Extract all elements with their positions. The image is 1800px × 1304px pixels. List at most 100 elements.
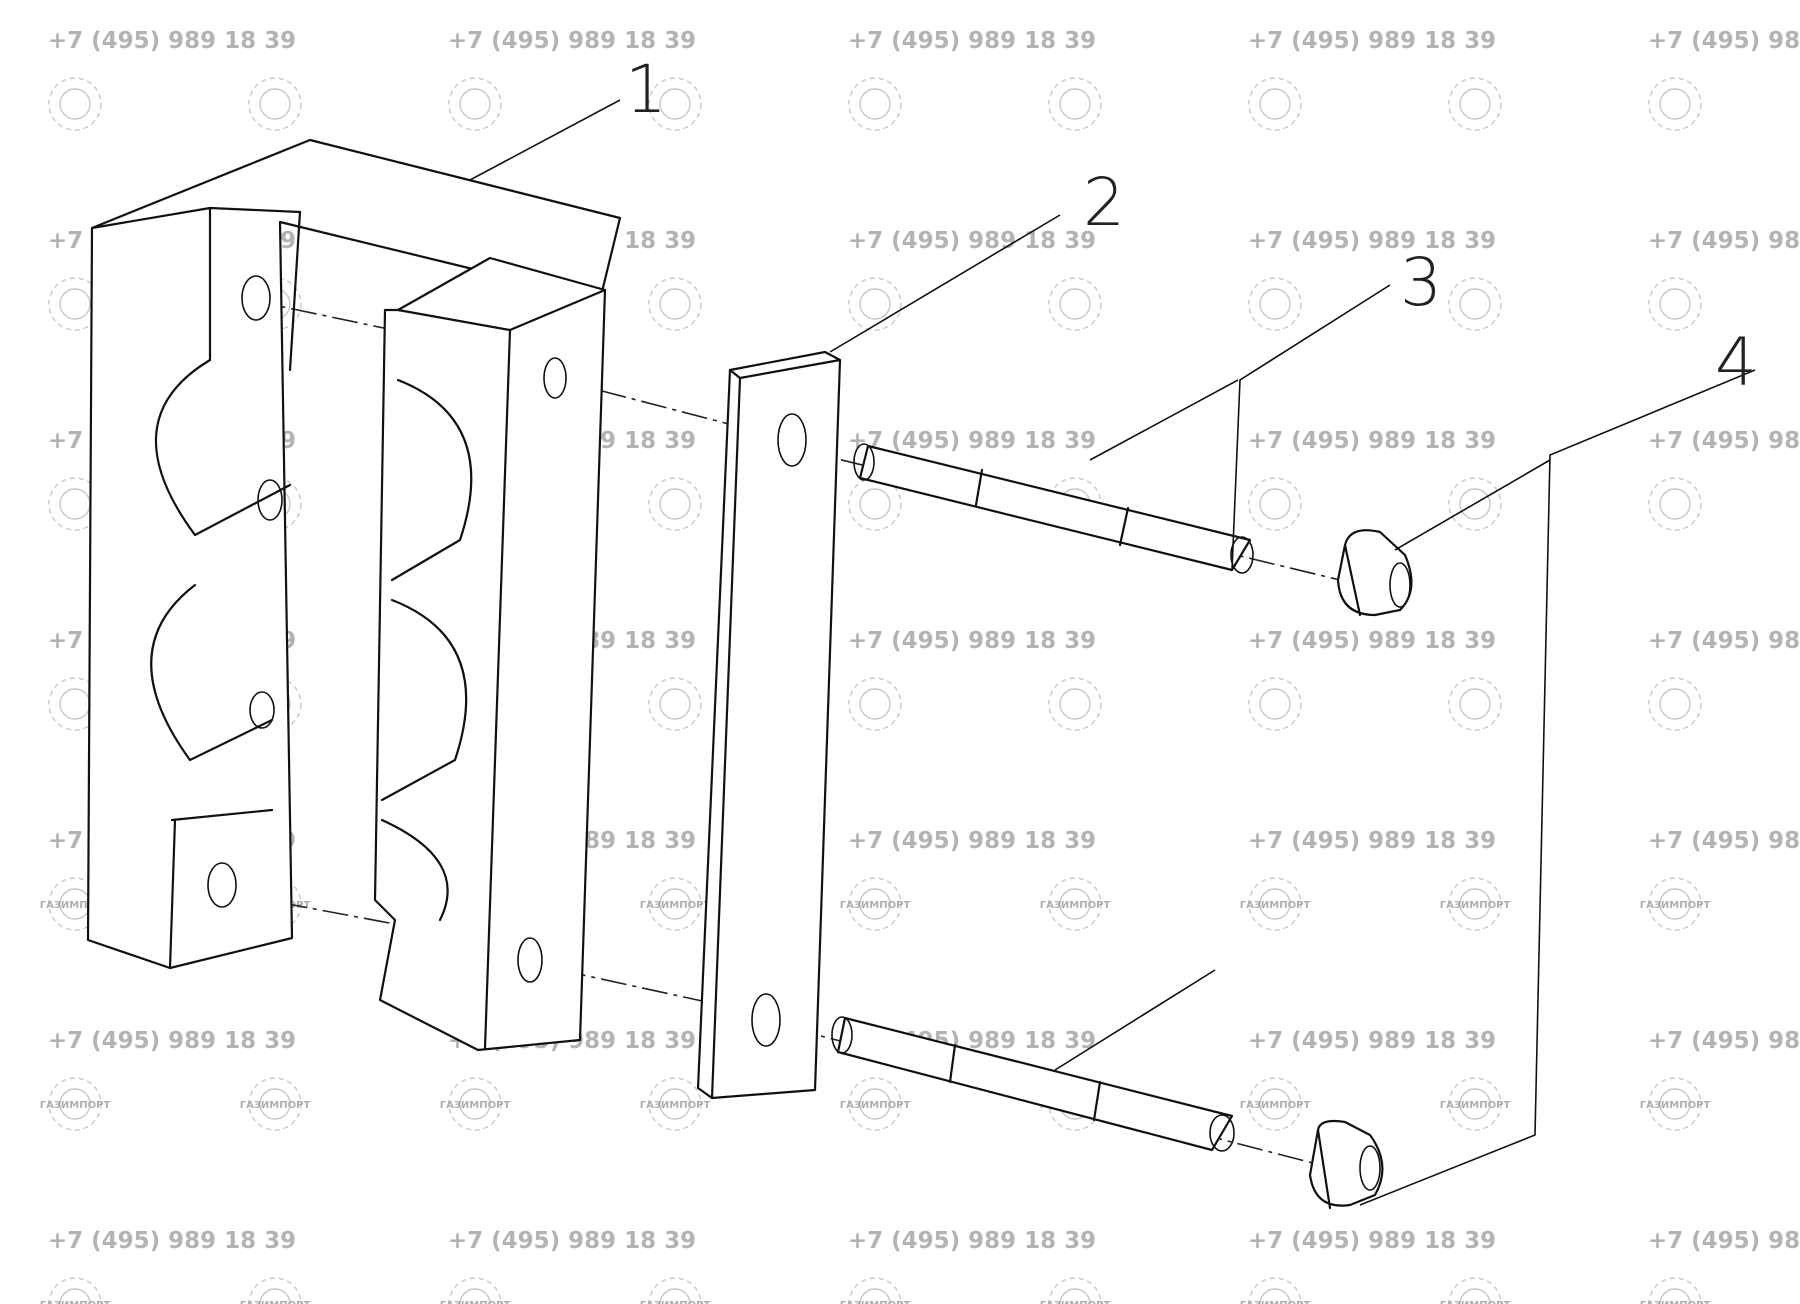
watermark-gear-icon: ГАЗИМПОРТ — [1240, 877, 1311, 931]
watermark-brand: ГАЗИМПОРТ — [40, 1300, 111, 1304]
watermark-phone: +7 (495) 989 18 39 — [848, 828, 1096, 854]
watermark-phone: +7 (495) 989 18 39 — [1648, 828, 1800, 854]
watermark-gear-icon: ГАЗИМПОРТ — [1240, 1277, 1311, 1304]
watermark-brand: ГАЗИМПОРТ — [40, 900, 111, 911]
part-3-sleeves — [831, 443, 1254, 1152]
watermark-brand: ГАЗИМПОРТ — [40, 1100, 111, 1111]
watermark-phone: +7 (495) 989 18 39 — [1648, 428, 1800, 454]
watermark-phone: +7 (495) 989 18 39 — [1248, 628, 1496, 654]
watermark-gear-icon: ГАЗИМПОРТ — [1640, 877, 1711, 931]
watermark-gear-icon: ГАЗИМПОРТ — [840, 1277, 911, 1304]
watermark-brand: ГАЗИМПОРТ — [1640, 1300, 1711, 1304]
watermark-gear-icon — [648, 77, 702, 131]
watermark-phone: +7 (495) 989 18 39 — [48, 28, 296, 54]
watermark-brand: ГАЗИМПОРТ — [1040, 1300, 1111, 1304]
watermark-brand: ГАЗИМПОРТ — [1040, 900, 1111, 911]
watermark-brand: ГАЗИМПОРТ — [840, 1300, 911, 1304]
watermark-phone: +7 (495) 989 18 39 — [1248, 1028, 1496, 1054]
watermark-brand: ГАЗИМПОРТ — [1640, 900, 1711, 911]
watermark-brand: ГАЗИМПОРТ — [1440, 1100, 1511, 1111]
watermark-gear-icon: ГАЗИМПОРТ — [1440, 1077, 1511, 1131]
watermark-phone: +7 (495) 989 18 39 — [1248, 828, 1496, 854]
watermark-gear-icon — [1648, 477, 1702, 531]
watermark-gear-icon — [848, 77, 902, 131]
watermark-phone: +7 (495) 989 18 39 — [1248, 228, 1496, 254]
watermark-phone: +7 (495) 989 18 39 — [1648, 1028, 1800, 1054]
watermark-brand: ГАЗИМПОРТ — [1240, 900, 1311, 911]
watermark-brand: ГАЗИМПОРТ — [840, 1100, 911, 1111]
watermark-gear-icon — [1248, 677, 1302, 731]
watermark-gear-icon — [648, 477, 702, 531]
watermark-brand: ГАЗИМПОРТ — [440, 1100, 511, 1111]
watermark-brand: ГАЗИМПОРТ — [640, 1100, 711, 1111]
watermark-gear-icon: ГАЗИМПОРТ — [1640, 1077, 1711, 1131]
watermark-brand: ГАЗИМПОРТ — [440, 1300, 511, 1304]
callout-labels: 1 2 3 4 — [625, 51, 1757, 401]
callout-3: 3 — [1400, 244, 1442, 321]
watermark-gear-icon: ГАЗИМПОРТ — [640, 1077, 711, 1131]
watermark-phone: +7 (495) 989 18 39 — [1648, 228, 1800, 254]
watermark-gear-icon — [1448, 277, 1502, 331]
watermark-gear-icon — [1448, 677, 1502, 731]
part-2-plate — [696, 350, 842, 1100]
watermark-gear-icon — [1048, 677, 1102, 731]
watermark-gear-icon — [1248, 77, 1302, 131]
watermark-phone: +7 (495) 989 18 39 — [848, 228, 1096, 254]
watermark-phone: +7 (495) 989 18 39 — [1648, 1228, 1800, 1254]
watermark-phone: +7 (495) 989 18 39 — [848, 1228, 1096, 1254]
watermark-gear-icon: ГАЗИМПОРТ — [40, 1277, 111, 1304]
watermark-gear-icon — [248, 77, 302, 131]
watermark-gear-icon: ГАЗИМПОРТ — [640, 1277, 711, 1304]
callout-2: 2 — [1083, 164, 1125, 241]
watermark-gear-icon: ГАЗИМПОРТ — [240, 1277, 311, 1304]
watermark-gear-icon: ГАЗИМПОРТ — [440, 1277, 511, 1304]
watermark-brand: ГАЗИМПОРТ — [1240, 1300, 1311, 1304]
part-1-clamp-block — [86, 138, 622, 1052]
callout-4: 4 — [1715, 324, 1757, 401]
watermark-gear-icon: ГАЗИМПОРТ — [40, 1077, 111, 1131]
watermark-phone: +7 (495) 989 18 39 — [448, 28, 696, 54]
watermark-gear-icon — [648, 677, 702, 731]
watermark-gear-icon — [1048, 277, 1102, 331]
watermark-gear-icon — [1248, 477, 1302, 531]
watermark-gear-icon — [1648, 277, 1702, 331]
watermark-brand: ГАЗИМПОРТ — [240, 1100, 311, 1111]
watermark-phone: +7 (495) 989 18 39 — [1248, 1228, 1496, 1254]
watermark-gear-icon — [1248, 277, 1302, 331]
watermark-brand: ГАЗИМПОРТ — [1240, 1100, 1311, 1111]
watermark-phone: +7 (495) 989 18 39 — [1248, 28, 1496, 54]
watermark-gear-icon: ГАЗИМПОРТ — [840, 1077, 911, 1131]
watermark-gear-icon: ГАЗИМПОРТ — [640, 877, 711, 931]
watermark-brand: ГАЗИМПОРТ — [640, 900, 711, 911]
leader-lines — [309, 99, 1756, 1206]
watermark-brand: ГАЗИМПОРТ — [1440, 900, 1511, 911]
watermark-gear-icon: ГАЗИМПОРТ — [240, 1077, 311, 1131]
watermark-gear-icon — [448, 77, 502, 131]
watermark-gear-icon — [1048, 77, 1102, 131]
watermark-gear-icon — [48, 77, 102, 131]
watermark-gear-icon — [1448, 477, 1502, 531]
watermark-phone: +7 (495) 989 18 39 — [448, 1228, 696, 1254]
watermark-gear-icon: ГАЗИМПОРТ — [840, 877, 911, 931]
watermark-gear-icon — [1448, 77, 1502, 131]
callout-1: 1 — [625, 51, 667, 128]
watermark-phone: +7 (495) 989 18 39 — [48, 1228, 296, 1254]
watermark-gear-icon: ГАЗИМПОРТ — [1040, 1277, 1111, 1304]
watermark-gear-icon: ГАЗИМПОРТ — [1240, 1077, 1311, 1131]
watermark-gear-icon — [648, 277, 702, 331]
watermark-phone: +7 (495) 989 18 39 — [848, 628, 1096, 654]
watermark-phone: +7 (495) 989 18 39 — [1248, 428, 1496, 454]
watermark-gear-icon — [848, 677, 902, 731]
watermark-gear-icon: ГАЗИМПОРТ — [1440, 1277, 1511, 1304]
watermark-gear-icon: ГАЗИМПОРТ — [1640, 1277, 1711, 1304]
watermark-brand: ГАЗИМПОРТ — [840, 900, 911, 911]
watermark-brand: ГАЗИМПОРТ — [640, 1300, 711, 1304]
watermark-gear-icon — [1648, 677, 1702, 731]
watermark-phone: +7 (495) 989 18 39 — [1648, 628, 1800, 654]
watermark-brand: ГАЗИМПОРТ — [1640, 1100, 1711, 1111]
watermark-gear-icon: ГАЗИМПОРТ — [1040, 877, 1111, 931]
watermark-gear-icon — [848, 277, 902, 331]
watermark-brand: ГАЗИМПОРТ — [240, 1300, 311, 1304]
watermark-brand: ГАЗИМПОРТ — [1440, 1300, 1511, 1304]
